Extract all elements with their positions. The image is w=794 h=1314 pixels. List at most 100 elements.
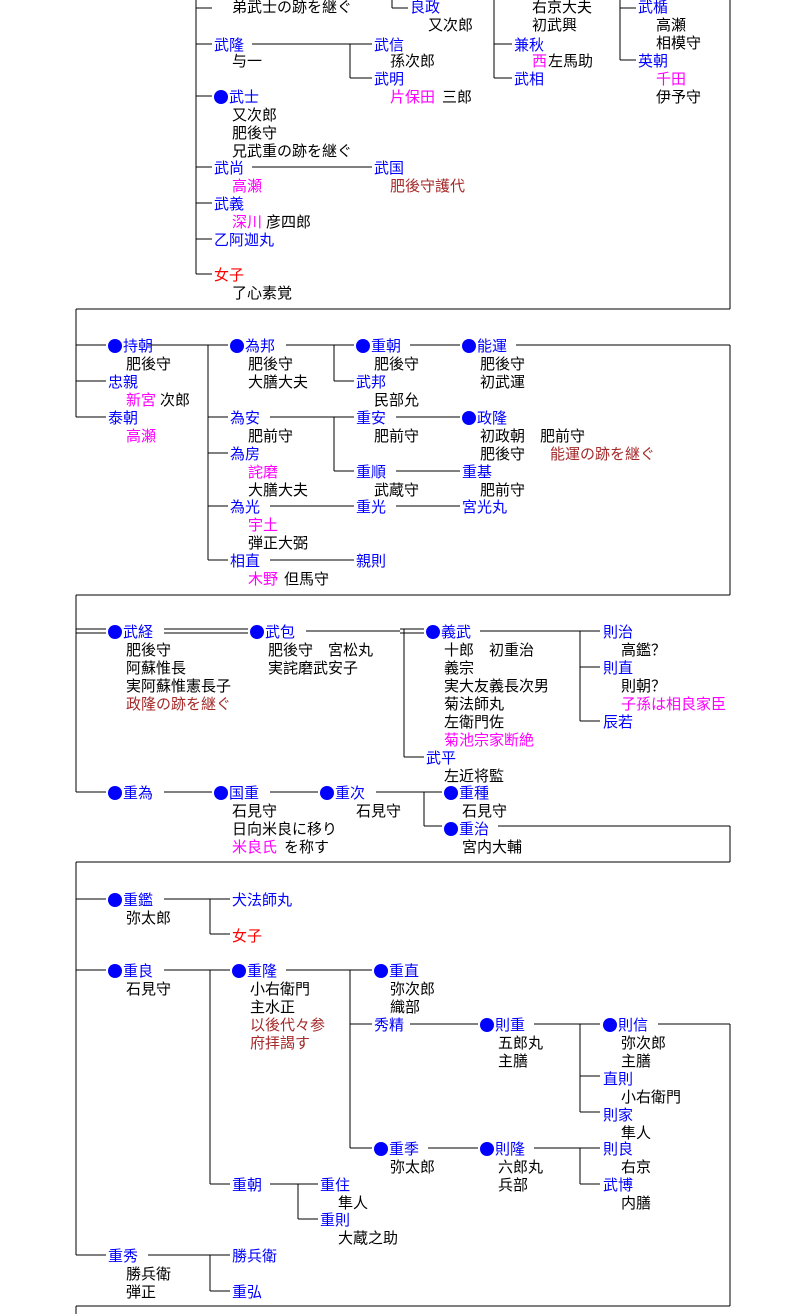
- entry-text: 肥後守 宮松丸: [268, 641, 374, 659]
- person-detail: 初武運: [480, 373, 525, 391]
- entry-text: 三郎: [442, 88, 473, 106]
- person-detail: 肥前守: [374, 427, 419, 445]
- entry-text: 相直: [230, 552, 261, 570]
- main-line-dot-icon: [480, 1142, 494, 1156]
- entry-text: 肥前守: [374, 427, 420, 445]
- entry-text: 高瀬: [656, 16, 687, 34]
- person-detail: 大膳大夫: [248, 481, 308, 499]
- person-name: 辰若: [603, 713, 633, 731]
- entry-text: 肥後守: [248, 355, 294, 373]
- entry-text: 主膳: [498, 1052, 529, 1070]
- entry-text: 又次郎: [428, 16, 474, 34]
- person-detail: 弥太郎: [126, 909, 171, 927]
- person-name: 犬法師丸: [232, 891, 292, 909]
- person-detail: 則朝？: [621, 677, 666, 695]
- person-detail: 左衛門佐: [444, 713, 504, 731]
- person-name: 重基: [462, 463, 492, 481]
- entry-text: 秀精: [374, 1016, 405, 1034]
- main-line-dot-icon: [462, 339, 476, 353]
- main-line-dot-icon: [480, 1018, 494, 1032]
- person-name: 武平: [426, 749, 456, 767]
- person-detail: 十郎 初重治: [444, 641, 534, 659]
- person-detail: 与一: [232, 52, 262, 70]
- entry-text: 為光: [230, 498, 261, 516]
- person-name: 則直: [603, 659, 633, 677]
- person-name: 義武: [426, 623, 471, 641]
- entry-text: 彦四郎: [266, 213, 312, 231]
- entry-text: 重住: [320, 1176, 351, 1194]
- entry-text: 重種: [459, 784, 490, 802]
- entry-text: 辰若: [603, 713, 634, 731]
- entry-text: 犬法師丸: [232, 891, 293, 909]
- entry-text: 主膳: [621, 1052, 652, 1070]
- entry-text: 女子: [214, 266, 245, 284]
- main-line-dot-icon: [232, 964, 246, 978]
- person-name: 重秀: [108, 1247, 138, 1265]
- place-name: 高瀬: [232, 177, 262, 195]
- place-name: 米良氏: [232, 838, 277, 856]
- person-detail: 相模守: [656, 34, 701, 52]
- entry-text: 重良: [123, 962, 154, 980]
- entry-text: 阿蘇惟長: [126, 659, 187, 677]
- person-name: 武士: [214, 88, 259, 106]
- entry-text: 国重: [229, 784, 260, 802]
- entry-text: 孫次郎: [390, 52, 436, 70]
- place-name: 西: [532, 52, 547, 70]
- entry-text: 石見守: [356, 802, 402, 820]
- entry-text: 肥前守: [480, 481, 526, 499]
- entry-text: 武隆: [214, 36, 245, 54]
- entry-text: 則治: [603, 623, 634, 641]
- place-name: 子孫は相良家臣: [621, 695, 726, 713]
- person-name: 武邦: [356, 373, 386, 391]
- entry-text: 為房: [230, 445, 261, 463]
- entry-text: を称す: [284, 838, 330, 856]
- person-name: 宮光丸: [462, 498, 507, 516]
- entry-text: 政隆: [477, 409, 508, 427]
- person-name: 英朝: [638, 52, 668, 70]
- person-name: 重安: [356, 409, 386, 427]
- female-entry: 女子: [214, 266, 244, 284]
- entry-text: 肥後守: [126, 355, 172, 373]
- person-detail: 主膳: [621, 1052, 651, 1070]
- entry-text: 重基: [462, 463, 493, 481]
- entry-text: 実大友義長次男: [444, 677, 550, 695]
- person-name: 直則: [603, 1070, 633, 1088]
- entry-text: 重治: [459, 820, 490, 838]
- entry-text: 菊池宗家断絶: [444, 731, 535, 749]
- entry-text: 為邦: [245, 337, 276, 355]
- entry-text: 但馬守: [284, 570, 330, 588]
- entry-text: 又次郎: [232, 106, 278, 124]
- person-name: 武相: [514, 70, 544, 88]
- person-name: 重為: [108, 784, 153, 802]
- person-name: 重良: [108, 962, 153, 980]
- person-detail: 肥後守: [232, 124, 277, 142]
- entry-text: 重直: [389, 962, 420, 980]
- person-name: 忠親: [108, 373, 138, 391]
- entry-text: 武博: [603, 1176, 634, 1194]
- entry-text: 武国: [374, 159, 405, 177]
- entry-text: 六郎丸: [498, 1158, 544, 1176]
- person-detail: 肥後守: [480, 355, 525, 373]
- entry-text: 英朝: [638, 52, 669, 70]
- entry-text: 詫磨: [248, 463, 279, 481]
- entry-text: 与一: [232, 52, 263, 70]
- entry-text: 武明: [374, 70, 405, 88]
- place-name: 菊池宗家断絶: [444, 731, 534, 749]
- entry-text: 武士: [229, 88, 260, 106]
- entry-text: 義武: [441, 623, 472, 641]
- person-name: 武信: [374, 36, 404, 54]
- place-name: 詫磨: [248, 463, 278, 481]
- entry-text: 則隆: [495, 1140, 526, 1158]
- entry-text: 実詫磨武安子: [268, 659, 359, 677]
- entry-text: 重季: [389, 1140, 420, 1158]
- entry-text: 西: [532, 52, 548, 70]
- person-detail: 実大友義長次男: [444, 677, 549, 695]
- person-name: 重住: [320, 1176, 350, 1194]
- entry-text: 武蔵守: [374, 481, 420, 499]
- person-name: 為邦: [230, 337, 275, 355]
- entry-text: 初武興: [532, 16, 578, 34]
- person-name: 重鑑: [108, 891, 153, 909]
- person-detail: 弥次郎: [621, 1034, 666, 1052]
- entry-text: 弥太郎: [390, 1158, 436, 1176]
- entry-text: 弾正大弼: [248, 534, 309, 552]
